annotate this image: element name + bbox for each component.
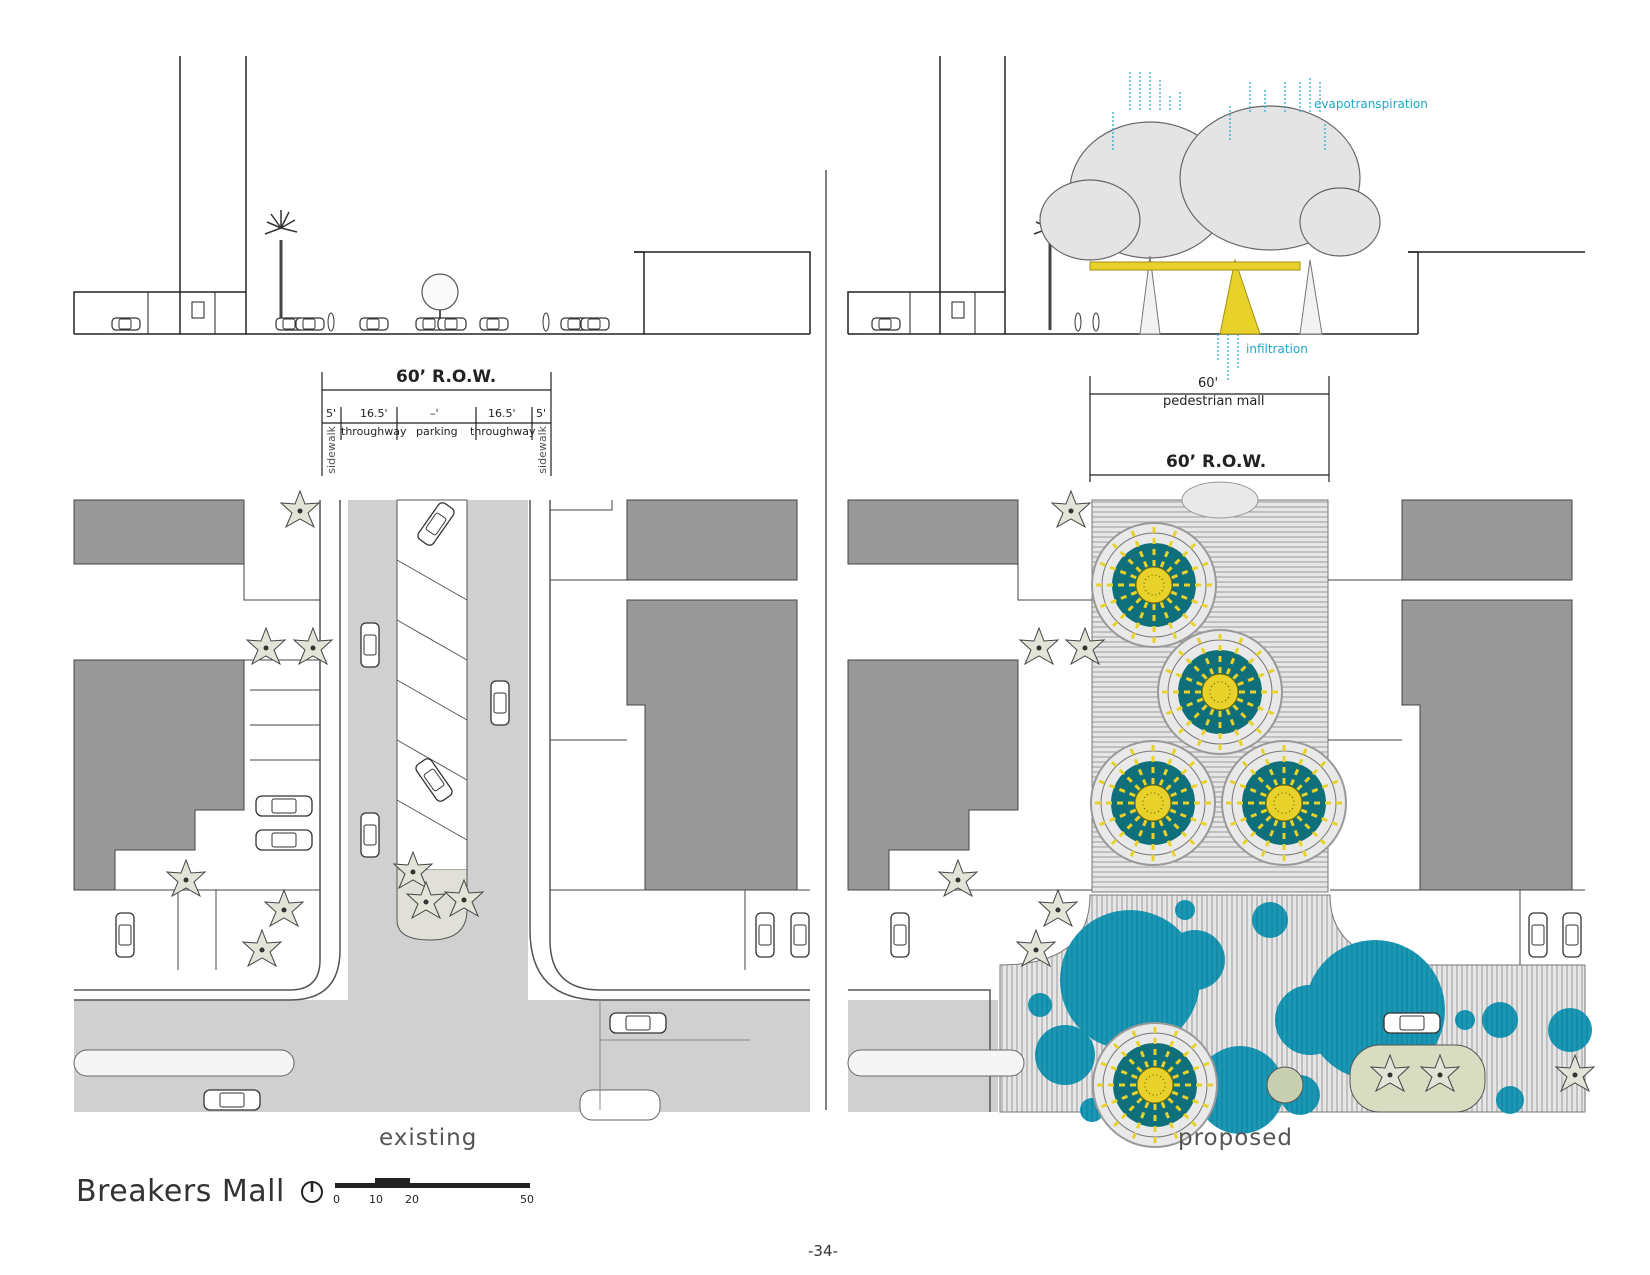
- scale-tick-20: 20: [405, 1193, 419, 1206]
- existing-seg-width-1: 5': [326, 407, 337, 420]
- infiltration-label: infiltration: [1246, 342, 1308, 356]
- evapotranspiration-arrows: [1112, 70, 1326, 150]
- north-arrow-icon: [301, 1181, 323, 1203]
- proposed-section-canopy: [1039, 105, 1381, 335]
- existing-row-label: 60’ R.O.W.: [396, 367, 497, 387]
- existing-seg-use-4: throughway: [470, 425, 536, 438]
- proposed-section-cars: [871, 317, 901, 331]
- proposed-dimension-frame: [1089, 376, 1330, 482]
- proposed-plan: [847, 481, 1595, 1149]
- existing-section-people: [327, 312, 550, 332]
- scale-tick-0: 0: [333, 1193, 340, 1206]
- infiltration-arrows: [1217, 334, 1239, 382]
- existing-seg-width-3: –': [430, 407, 439, 420]
- evapotranspiration-label: evapotranspiration: [1314, 97, 1428, 111]
- existing-seg-use-2: throughway: [341, 425, 407, 438]
- existing-dimension-frame: [321, 372, 552, 476]
- scale-tick-10: 10: [369, 1193, 383, 1206]
- existing-seg-use-5: sidewalk: [536, 426, 549, 474]
- existing-seg-use-3: parking: [416, 425, 458, 438]
- proposed-row-label: 60’ R.O.W.: [1166, 452, 1267, 472]
- existing-caption: existing: [379, 1125, 478, 1151]
- proposed-mall-width: 60': [1198, 376, 1219, 391]
- existing-seg-width-5: 5': [536, 407, 547, 420]
- existing-seg-use-1: sidewalk: [325, 426, 338, 474]
- existing-seg-width-2: 16.5': [360, 407, 388, 420]
- existing-section-palm: [264, 210, 298, 235]
- proposed-section-people: [1074, 312, 1100, 332]
- existing-seg-width-4: 16.5': [488, 407, 516, 420]
- scale-bar: [335, 1178, 530, 1188]
- proposed-caption: proposed: [1178, 1125, 1294, 1151]
- proposed-mall-use: pedestrian mall: [1163, 394, 1265, 409]
- existing-section-cars: [111, 317, 610, 331]
- page-number: -34-: [808, 1242, 838, 1260]
- page-title: Breakers Mall: [76, 1174, 285, 1209]
- existing-section: [73, 56, 811, 335]
- existing-plan: [73, 490, 810, 1121]
- scale-tick-50: 50: [520, 1193, 534, 1206]
- proposed-section: [847, 56, 1585, 335]
